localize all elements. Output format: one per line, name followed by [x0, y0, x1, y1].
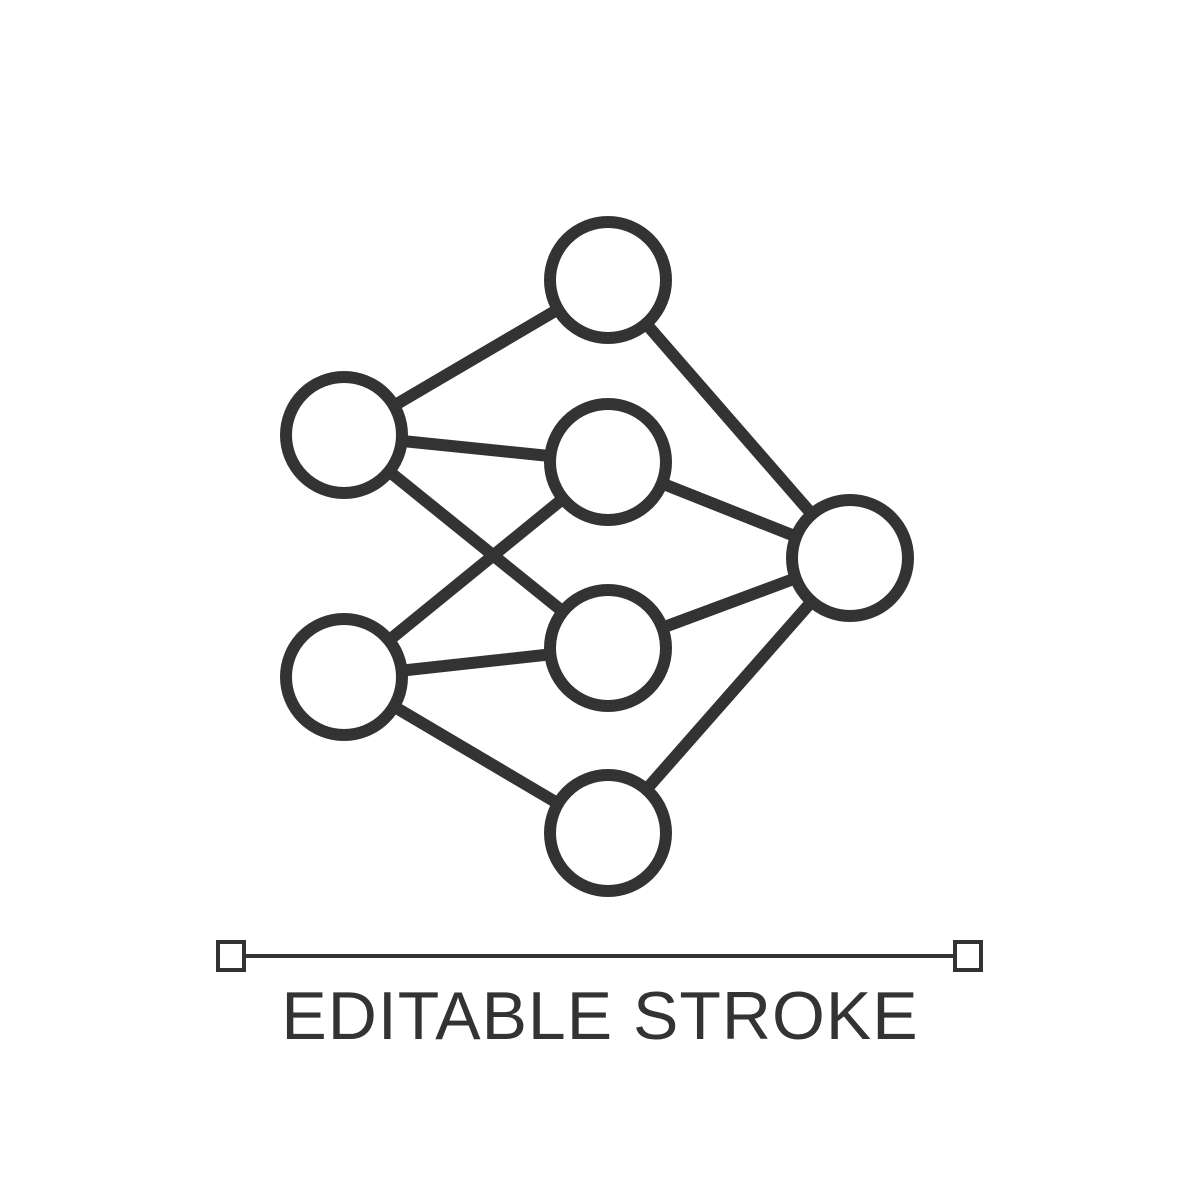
- node-h3: [544, 584, 672, 712]
- caption-text: EDITABLE STROKE: [281, 978, 919, 1054]
- node-in2: [280, 613, 408, 741]
- network-nodes: [280, 216, 914, 897]
- stroke-width-indicator: [216, 940, 983, 972]
- node-out: [786, 494, 914, 622]
- node-in1: [280, 371, 408, 499]
- indicator-right-handle: [953, 940, 983, 972]
- node-h2: [544, 398, 672, 526]
- node-h4: [544, 769, 672, 897]
- network-edges: [340, 274, 855, 839]
- indicator-left-handle: [216, 940, 246, 972]
- node-h1: [544, 216, 672, 344]
